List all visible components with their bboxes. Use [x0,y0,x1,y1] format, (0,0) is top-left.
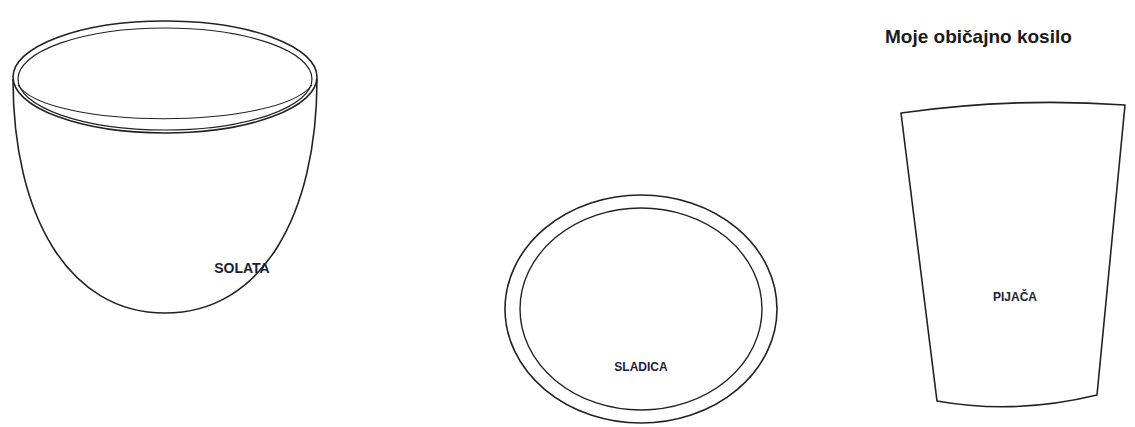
salad-bowl-outline [8,15,322,317]
drink-cup-outline [895,95,1131,415]
plate-label: SLADICA [614,361,667,374]
drink-cup: PIJAČA [895,95,1131,415]
diagram-title: Moje običajno kosilo [885,26,1072,48]
salad-bowl: SOLATA [8,15,322,317]
dessert-plate: SLADICA [503,193,779,425]
dessert-plate-outline [503,193,779,425]
bowl-label: SOLATA [214,261,269,276]
cup-label: PIJAČA [993,291,1037,304]
